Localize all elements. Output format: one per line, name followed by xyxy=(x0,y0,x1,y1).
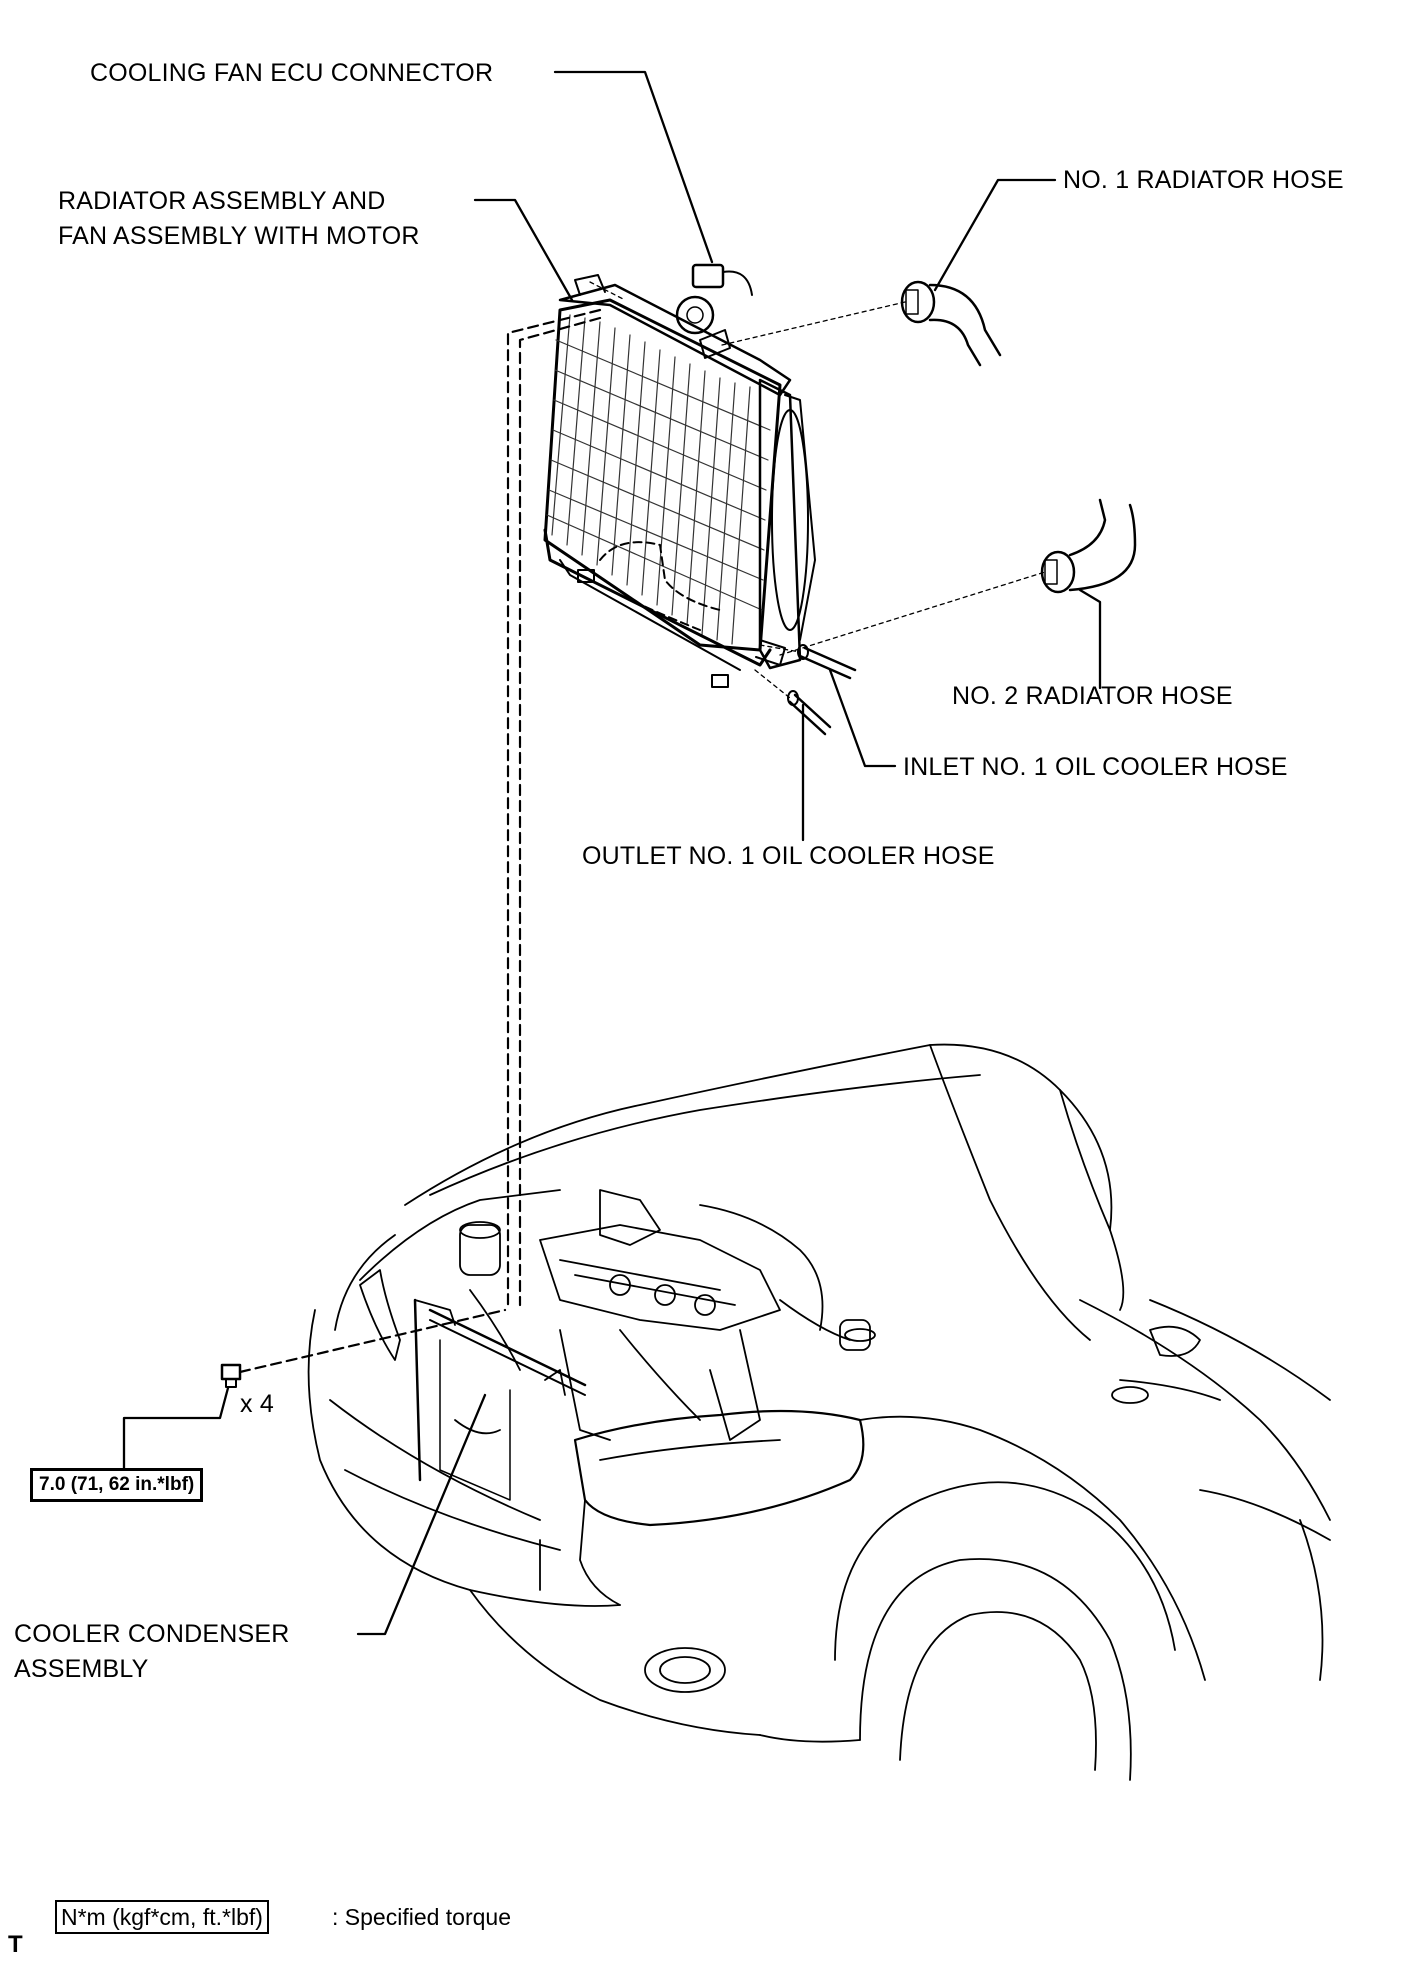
label-cooler-condenser-line2: ASSEMBLY xyxy=(14,1655,149,1683)
legend-description: : Specified torque xyxy=(332,1904,512,1930)
label-cooling-fan-ecu-connector: COOLING FAN ECU CONNECTOR xyxy=(90,59,494,87)
no1-radiator-hose-drawing xyxy=(900,280,1002,367)
label-radiator-assembly-line1: RADIATOR ASSEMBLY AND xyxy=(58,187,386,215)
label-bolt-quantity: x 4 xyxy=(240,1390,274,1418)
torque-spec-box: 7.0 (71, 62 in.*lbf) xyxy=(30,1468,204,1502)
bolt-drawing xyxy=(220,1363,242,1388)
label-cooler-condenser-line1: COOLER CONDENSER xyxy=(14,1620,290,1648)
legend-torque-unit-box: N*m (kgf*cm, ft.*lbf) xyxy=(55,1900,269,1934)
oil-cooler-hoses-drawing xyxy=(787,644,857,736)
label-no1-radiator-hose: NO. 1 RADIATOR HOSE xyxy=(1063,166,1344,194)
no2-radiator-hose-drawing xyxy=(1040,498,1137,594)
alignment-lines xyxy=(589,281,1046,699)
leader-lines xyxy=(122,70,1102,1636)
corner-mark: T xyxy=(8,1931,23,1958)
label-inlet-oil-cooler-hose: INLET NO. 1 OIL COOLER HOSE xyxy=(903,753,1288,781)
vehicle-drawing xyxy=(307,1043,1331,1781)
mounting-guide-lines xyxy=(238,308,602,1374)
label-radiator-assembly-line2: FAN ASSEMBLY WITH MOTOR xyxy=(58,222,420,250)
cooling-fan-ecu-connector-drawing xyxy=(691,263,753,296)
label-no2-radiator-hose: NO. 2 RADIATOR HOSE xyxy=(952,682,1233,710)
radiator-assembly-drawing xyxy=(543,274,816,688)
label-outlet-oil-cooler-hose: OUTLET NO. 1 OIL COOLER HOSE xyxy=(582,842,995,870)
